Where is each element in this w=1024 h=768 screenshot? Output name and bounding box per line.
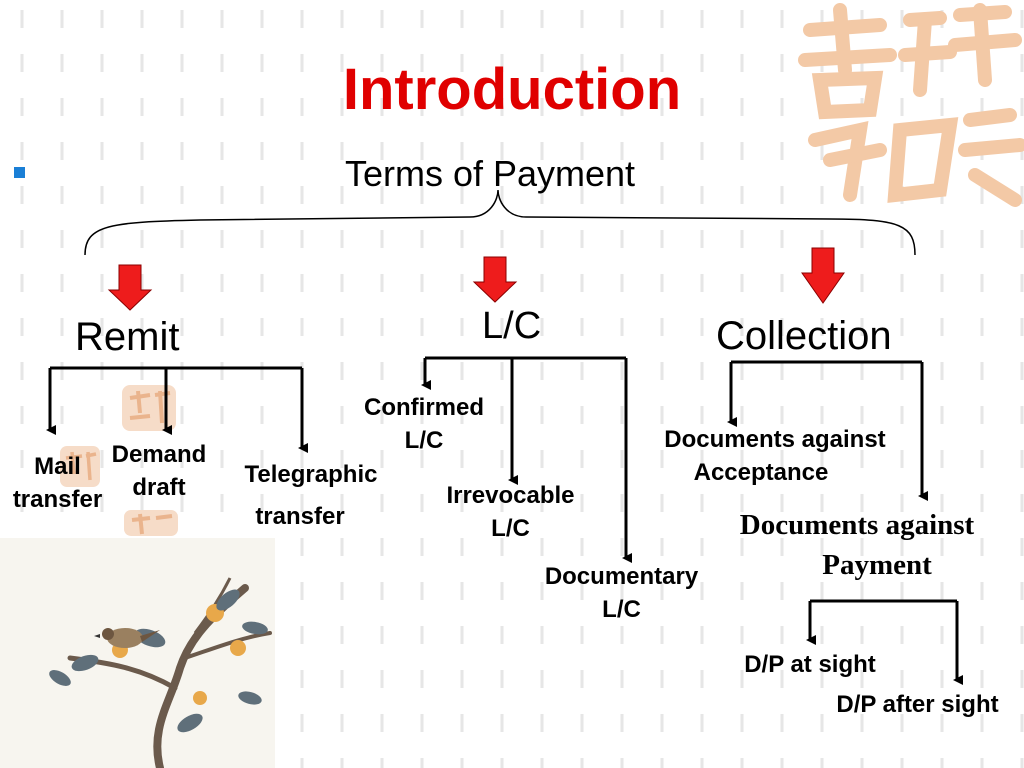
leaf-line: Documents against [739,509,975,541]
leaf-line: Mail [34,453,81,480]
bullet-square-icon [14,167,25,178]
leaf-line: draft [132,474,186,501]
bird-branch-painting [0,538,275,768]
small-seal-icon [122,385,176,431]
down-arrow-icon [801,247,845,304]
leaf-line: Confirmed [364,394,484,421]
leaf-demand-draft: Demand draft [100,438,218,504]
leaf-line: Demand [111,441,207,468]
leaf-line: Acceptance [693,459,829,486]
leaf-line: L/C [404,427,444,454]
leaf-telegraphic-transfer: Telegraphic transfer [226,454,396,538]
down-arrow-icon [472,256,518,303]
page-title: Introduction [342,57,682,122]
leaf-line: Documents against [664,426,886,453]
small-seal-icon [124,510,178,536]
leaf-documents-against-payment: Documents against Payment [712,505,1002,585]
down-arrow-icon [107,264,153,311]
leaf-line: Telegraphic [244,461,378,488]
node-collection: Collection [716,314,892,358]
leaf-line: Irrevocable [446,482,575,509]
curly-brace [84,189,916,256]
node-remit: Remit [75,315,180,359]
leaf-line: transfer [12,486,103,513]
leaf-line: transfer [255,503,345,530]
leaf-dp-at-sight: D/P at sight [744,651,876,678]
leaf-line: Payment [822,549,932,581]
subtitle-terms-of-payment: Terms of Payment [344,153,636,194]
leaf-documentary-lc: Documentary L/C [525,560,718,626]
leaf-line: L/C [491,515,530,542]
leaf-mail-transfer: Mail transfer [0,450,115,516]
leaf-dp-after-sight: D/P after sight [836,691,999,718]
leaf-irrevocable-lc: Irrevocable L/C [428,479,593,545]
small-seal-icon [60,446,100,487]
leaf-documents-against-acceptance: Documents against Acceptance [636,423,914,489]
node-lc: L/C [482,305,542,347]
calligraphy-seal-logo [798,3,1024,207]
bird-icon [94,628,160,648]
leaf-line: Documentary [544,563,699,590]
leaf-line: L/C [602,596,641,623]
leaf-confirmed-lc: Confirmed L/C [348,391,500,457]
